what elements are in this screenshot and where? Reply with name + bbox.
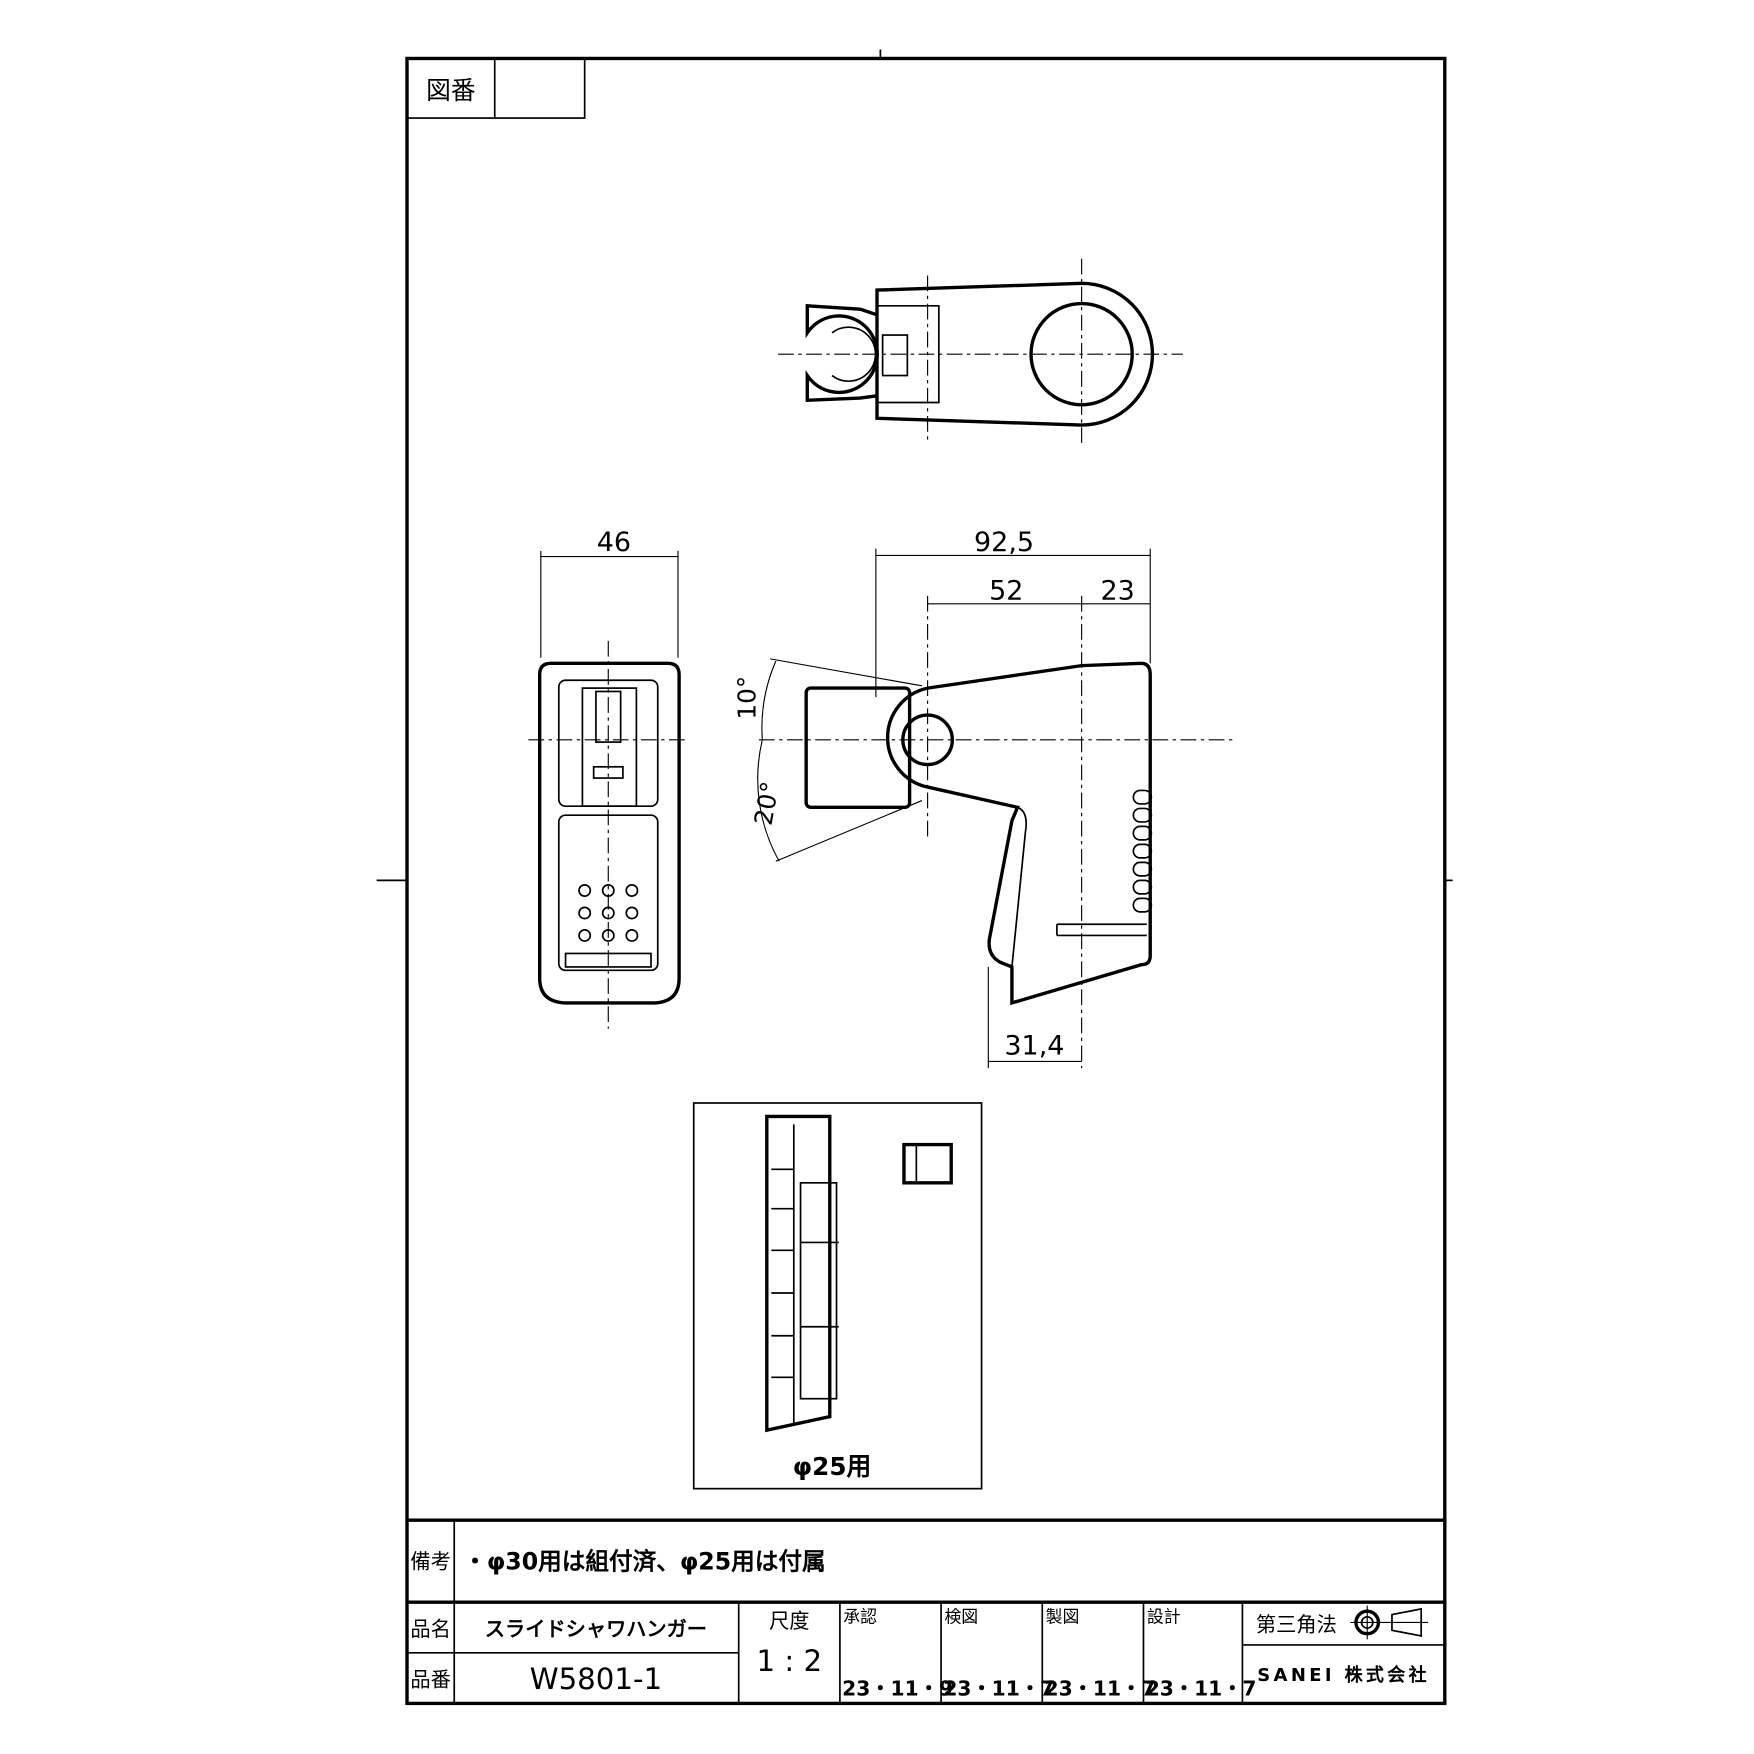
check-label: 検図: [944, 1606, 978, 1626]
projection-label: 第三角法: [1256, 1612, 1337, 1636]
dim-length-92-5: 92,5: [974, 527, 1034, 558]
company-name: SANEI 株式会社: [1257, 1664, 1430, 1686]
third-angle-projection-icon: [1350, 1605, 1428, 1640]
design-date: 23・11・7: [1146, 1677, 1257, 1701]
scale-value: 1 : 2: [756, 1644, 822, 1678]
remarks-row: 備考 ・φ30用は組付済、φ25用は付属: [407, 1518, 1445, 1704]
check-date: 23・11・7: [943, 1677, 1054, 1701]
scale-label: 尺度: [769, 1609, 809, 1633]
drafting-label: 製図: [1046, 1606, 1080, 1626]
dim-offset-52: 52: [989, 575, 1023, 606]
inset-caption: φ25用: [793, 1452, 871, 1481]
title-block: 品名 スライドシャワハンガー 品番 W5801-1 尺度 1 : 2 承認 23…: [407, 1600, 1445, 1704]
remarks-label: 備考: [410, 1549, 450, 1573]
drawing-number-label: 図番: [426, 76, 475, 105]
design-label: 設計: [1147, 1606, 1181, 1626]
dim-angle-10: 10°: [733, 676, 762, 720]
name-label: 品名: [410, 1617, 450, 1641]
product-name: スライドシャワハンガー: [485, 1617, 707, 1641]
top-view: [778, 258, 1183, 448]
drafting-date: 23・11・7: [1045, 1677, 1156, 1701]
remarks-text: ・φ30用は組付済、φ25用は付属: [463, 1548, 825, 1576]
dim-width-46: 46: [597, 527, 631, 558]
side-view: 92,5 52 23 10° 20° 31,4: [733, 527, 1237, 1069]
dim-offset-31-4: 31,4: [1004, 1031, 1064, 1062]
dim-offset-23: 23: [1100, 575, 1134, 606]
number-label: 品番: [410, 1668, 450, 1692]
product-number: W5801-1: [530, 1662, 662, 1696]
dim-angle-20: 20°: [749, 779, 785, 827]
front-view: 46: [528, 527, 689, 1029]
approval-label: 承認: [843, 1606, 877, 1626]
approval-date: 23・11・9: [842, 1677, 953, 1701]
drawing-number-box: 図番: [406, 57, 586, 119]
inset-phi25-part: φ25用: [692, 1102, 983, 1490]
